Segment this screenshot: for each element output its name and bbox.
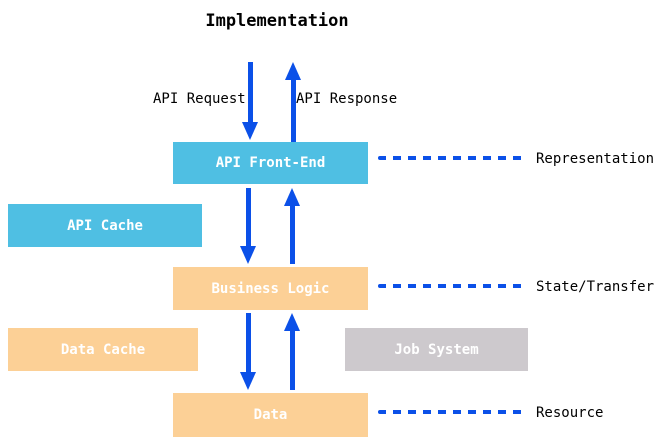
arrow-shaft: [289, 204, 295, 264]
diagram-title: Implementation: [205, 11, 349, 31]
api-response-arrow: [285, 62, 301, 143]
arrow-shaft: [289, 329, 295, 390]
api-cache-box: API Cache: [8, 204, 202, 247]
resource-dashed-line: [378, 410, 524, 414]
resource-label: Resource: [536, 405, 604, 421]
api-front-end-box: API Front-End: [173, 142, 368, 184]
state-transfer-label: State/Transfer: [536, 279, 655, 295]
arrow-shaft: [290, 78, 296, 143]
arrow-up-head-icon: [285, 62, 301, 80]
logic-to-front-end-arrow: [284, 188, 300, 264]
state-transfer-dashed-line: [378, 284, 524, 288]
job-system-box: Job System: [345, 328, 528, 371]
business-logic-box: Business Logic: [173, 267, 368, 310]
data-to-logic-arrow: [284, 313, 300, 390]
api-request-label: API Request: [153, 91, 246, 107]
arrow-down-head-icon: [240, 246, 256, 264]
representation-dashed-line: [378, 156, 524, 160]
data-box: Data: [173, 393, 368, 437]
arrow-shaft: [245, 188, 251, 248]
data-cache-box: Data Cache: [8, 328, 198, 371]
api-request-arrow: [242, 62, 258, 140]
arrow-down-head-icon: [242, 122, 258, 140]
representation-label: Representation: [536, 151, 655, 167]
front-end-to-logic-arrow: [240, 188, 256, 264]
arrow-up-head-icon: [284, 188, 300, 206]
logic-to-data-arrow: [240, 313, 256, 390]
arrow-shaft: [247, 62, 253, 124]
arrow-down-head-icon: [240, 372, 256, 390]
arrow-shaft: [245, 313, 251, 374]
arrow-up-head-icon: [284, 313, 300, 331]
api-response-label: API Response: [296, 91, 398, 107]
